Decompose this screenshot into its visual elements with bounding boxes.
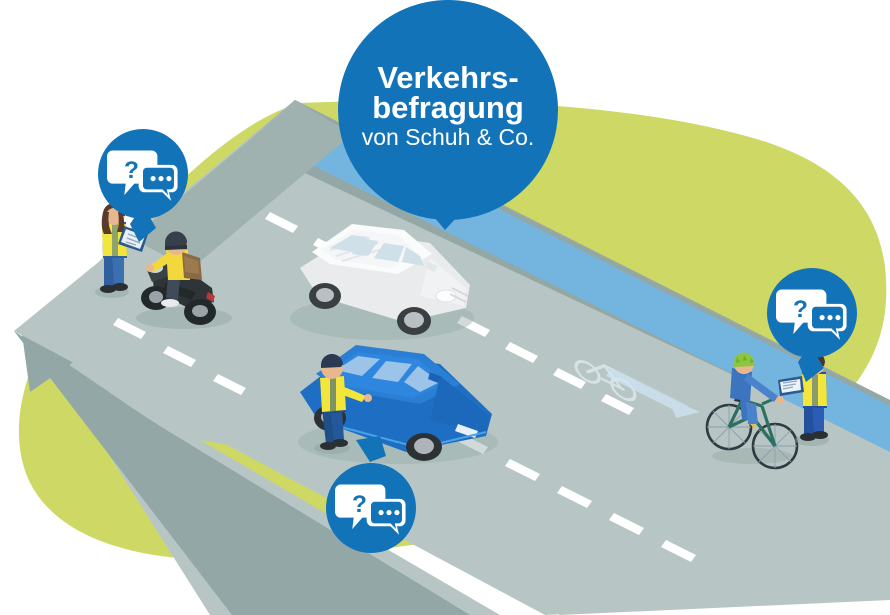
chat-bubble-pedestrian-left	[98, 129, 188, 242]
bubble-title-line1: Verkehrs-	[377, 60, 518, 95]
bubble-subtitle: von Schuh & Co.	[362, 124, 535, 150]
interviewer-left	[95, 203, 148, 298]
chat-bubble-cyclist-right	[767, 268, 857, 382]
bike-lane-arrow	[606, 368, 700, 418]
scooter-with-rider	[136, 231, 232, 329]
main-speech-bubble: Verkehrs- befragung von Schuh & Co.	[338, 0, 558, 230]
interviewer-center	[314, 353, 372, 454]
white-suv	[290, 224, 474, 340]
bubble-title-line2: befragung	[372, 90, 524, 125]
clipboard-right	[778, 376, 804, 396]
blue-sedan	[298, 345, 498, 464]
chat-bubble-car-bottom	[326, 436, 416, 553]
bicycle-with-cyclist	[705, 352, 799, 470]
